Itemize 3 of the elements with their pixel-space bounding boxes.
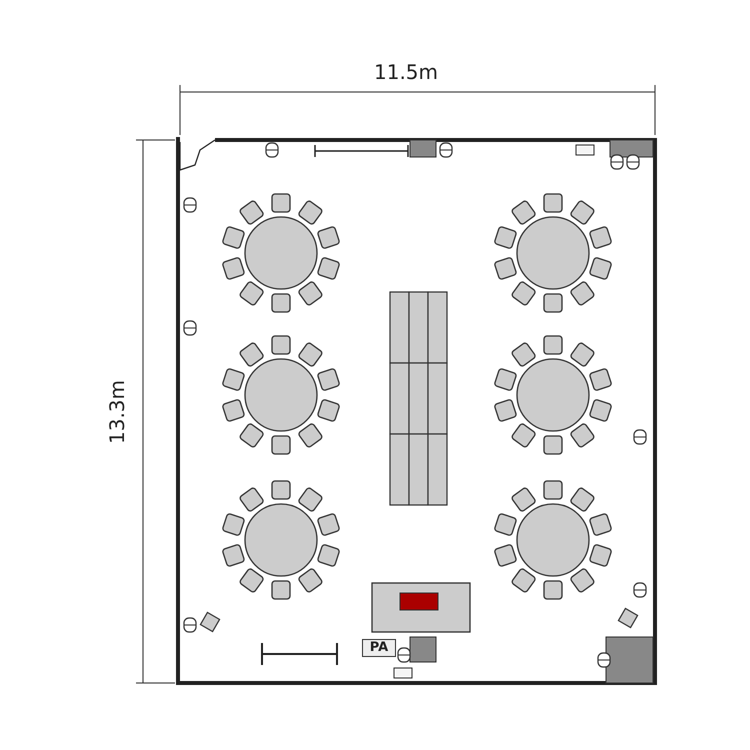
dimension-label: 11.5m — [374, 60, 438, 84]
dimension-label: 13.3m — [105, 380, 129, 444]
equipment-label: PA — [362, 639, 396, 657]
